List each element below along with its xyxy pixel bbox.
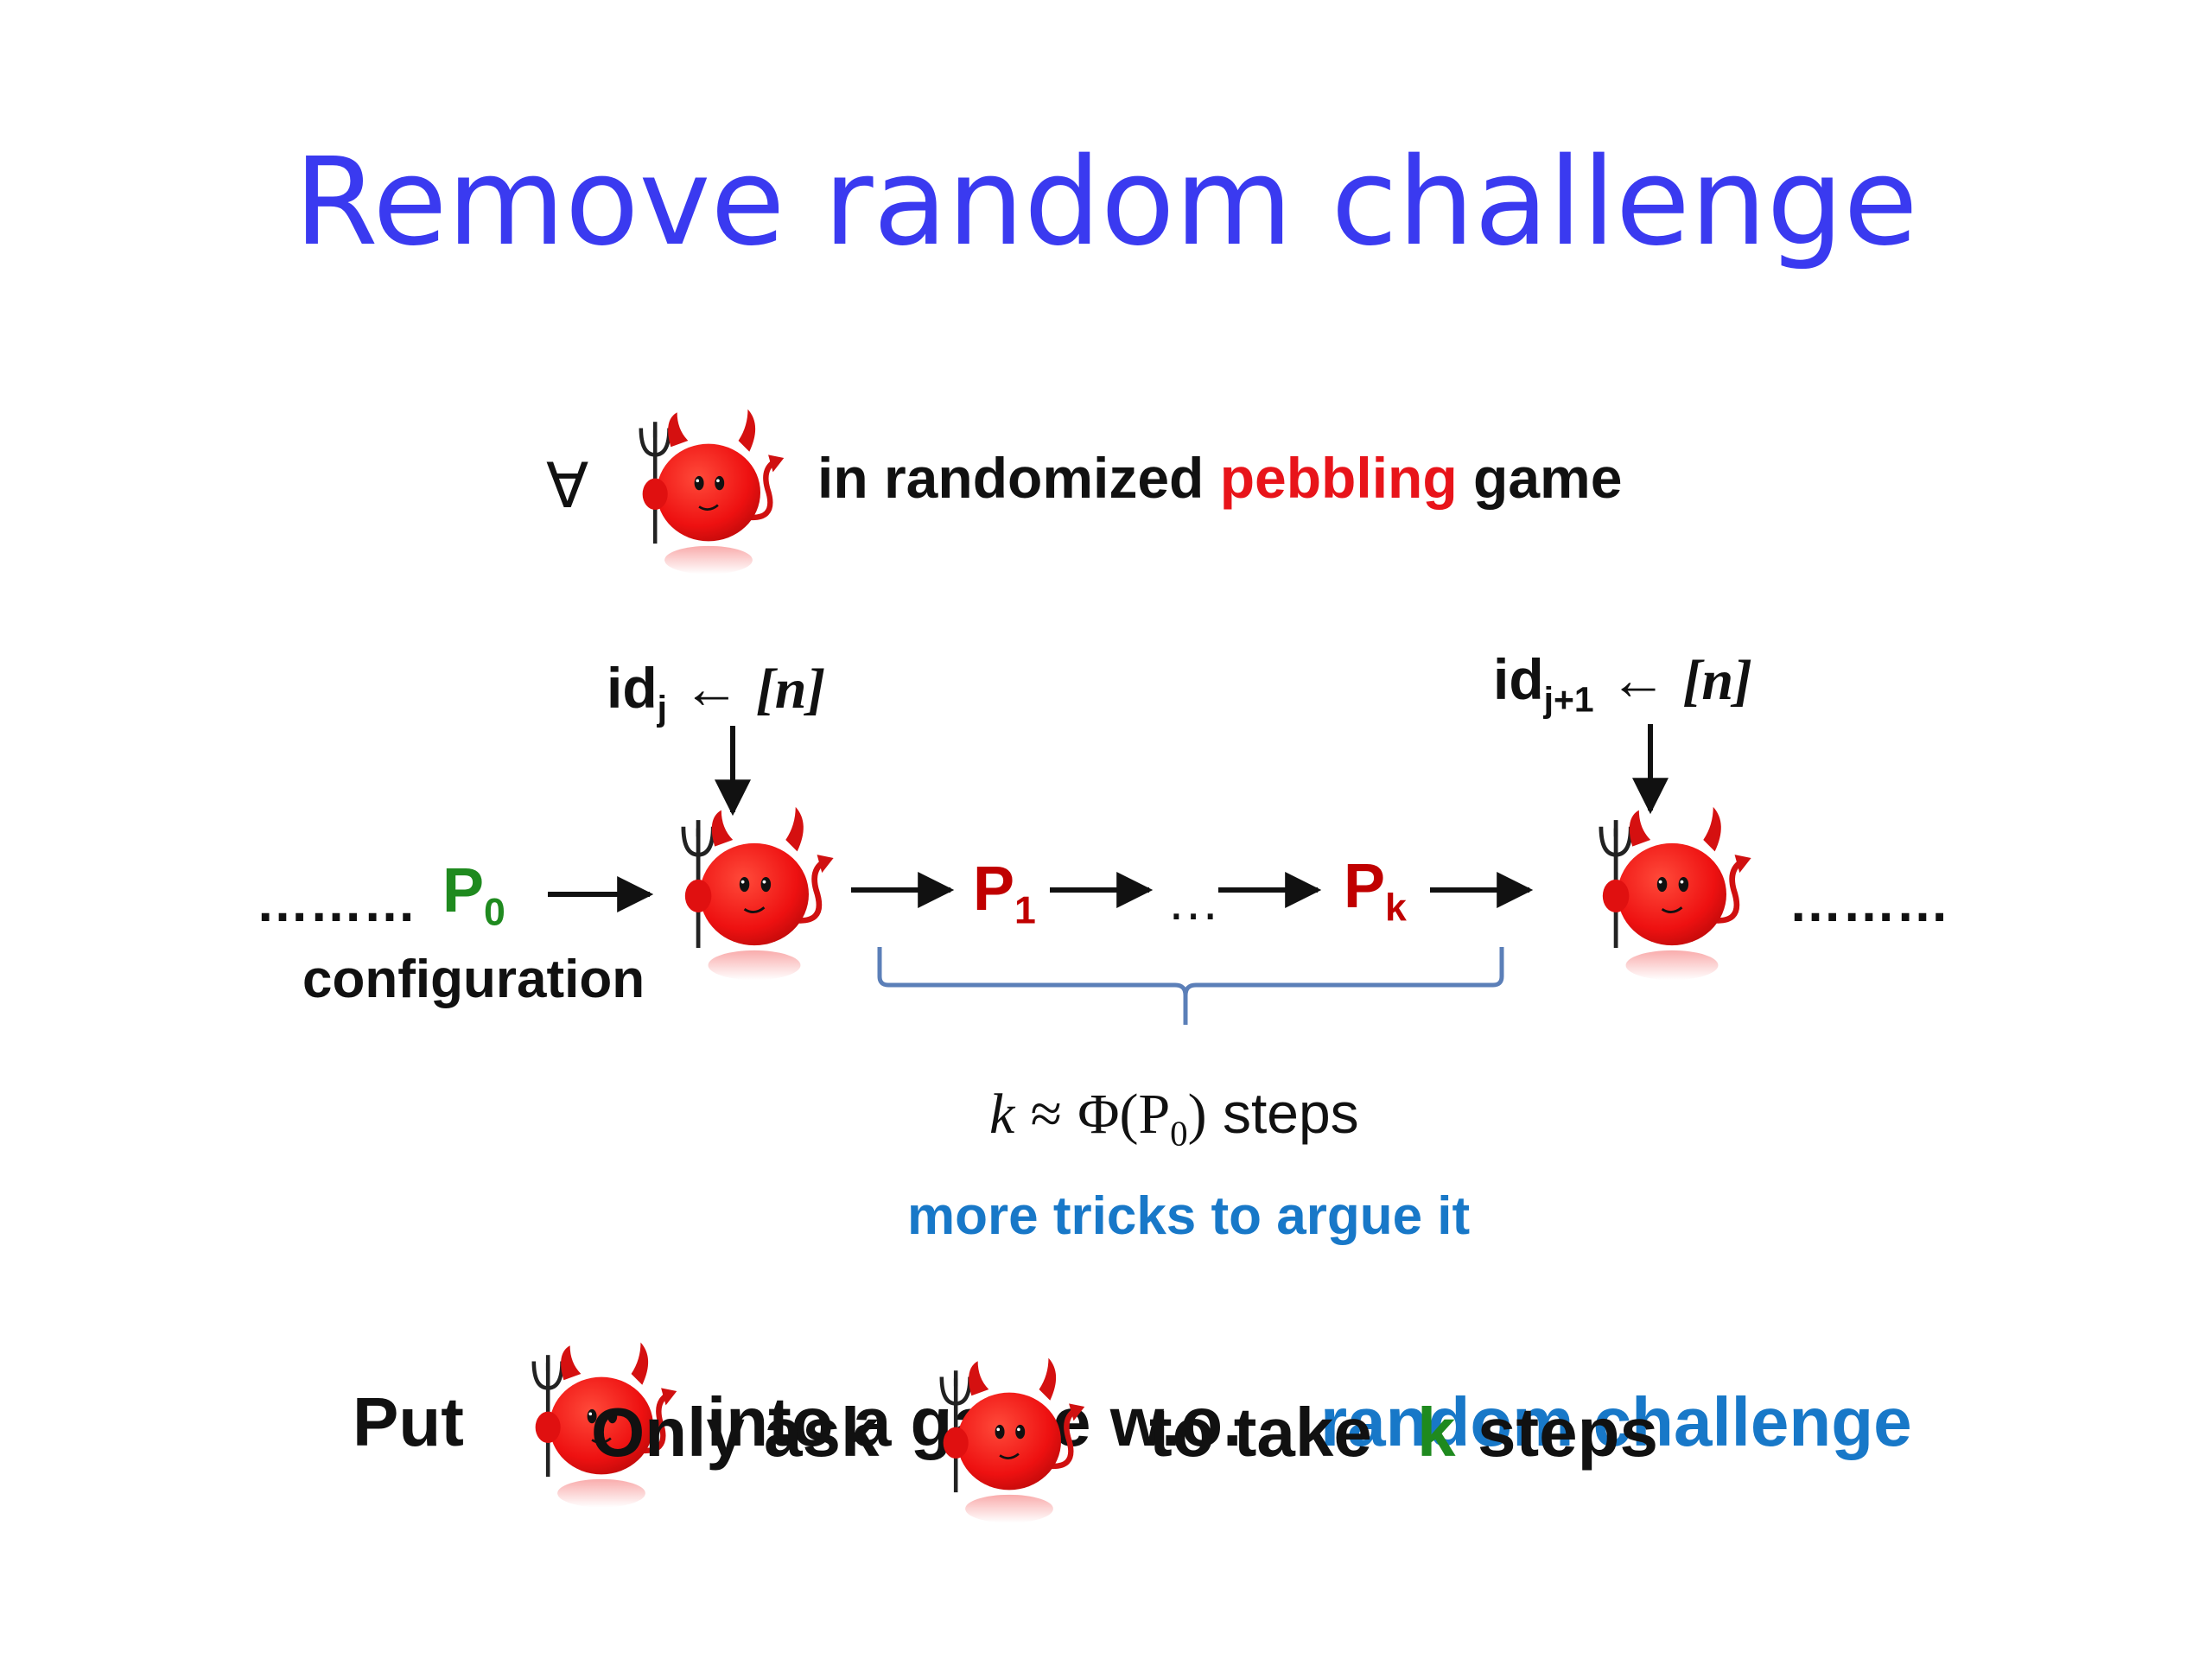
configuration-label: configuration	[302, 950, 645, 1009]
only-ask-text: Only ask	[591, 1394, 880, 1471]
dots-right: ………	[1789, 874, 1949, 933]
dots-left: ………	[256, 874, 416, 933]
p1-subscript: 1	[1014, 889, 1036, 932]
brace-icon	[877, 947, 1504, 1025]
p0-letter: P	[442, 856, 485, 925]
left-arrow-symbol: ←	[1610, 649, 1668, 712]
id-label: id	[1493, 647, 1544, 711]
statement-text: in randomized pebbling game	[817, 445, 1622, 511]
put-word: Put	[353, 1383, 464, 1460]
phi-expression: Φ(P	[1077, 1083, 1171, 1146]
p0-subscript: 0	[484, 891, 505, 934]
statement-part1: in randomized	[817, 446, 1205, 510]
id-subscript: j+1	[1543, 679, 1594, 720]
brace-label: k ≈ Φ(P0) steps	[989, 1080, 1359, 1154]
k-symbol: k	[989, 1083, 1015, 1146]
id-subscript: j	[657, 688, 668, 728]
phi-close: )	[1187, 1083, 1207, 1146]
left-arrow-symbol: ←	[683, 658, 741, 721]
set-n: [n]	[1682, 649, 1753, 712]
challenge-left: idj ← [n]	[607, 655, 825, 728]
node-p1: P1	[973, 854, 1036, 933]
phi-subscript: 0	[1170, 1114, 1188, 1154]
devil-icon	[1581, 804, 1763, 985]
id-label: id	[607, 656, 658, 720]
steps-word: steps	[1222, 1081, 1359, 1145]
devil-icon	[664, 804, 845, 985]
devil-icon	[923, 1355, 1096, 1528]
tricks-note: more tricks to argue it	[907, 1186, 1471, 1246]
slide-title: Remove random challenge	[294, 132, 1918, 273]
pk-letter: P	[1344, 852, 1386, 921]
set-n: [n]	[755, 658, 826, 721]
k-highlight: k	[1417, 1394, 1456, 1471]
random-challenge-text: random challenge	[1320, 1383, 1912, 1460]
ellipsis-mid: …	[1166, 872, 1220, 931]
challenge-right: idj+1 ← [n]	[1493, 646, 1752, 720]
statement-part2: game	[1473, 446, 1623, 510]
forall-symbol: ∀	[546, 452, 589, 521]
to-take-text: to take	[1149, 1394, 1372, 1471]
pk-subscript: k	[1385, 887, 1407, 930]
node-p0: P0	[442, 855, 505, 935]
statement-highlight: pebbling	[1219, 446, 1458, 510]
steps-text: steps	[1478, 1394, 1658, 1471]
approx-symbol: ≈	[1030, 1083, 1062, 1146]
node-pk: Pk	[1344, 851, 1407, 931]
p1-letter: P	[973, 855, 1015, 924]
